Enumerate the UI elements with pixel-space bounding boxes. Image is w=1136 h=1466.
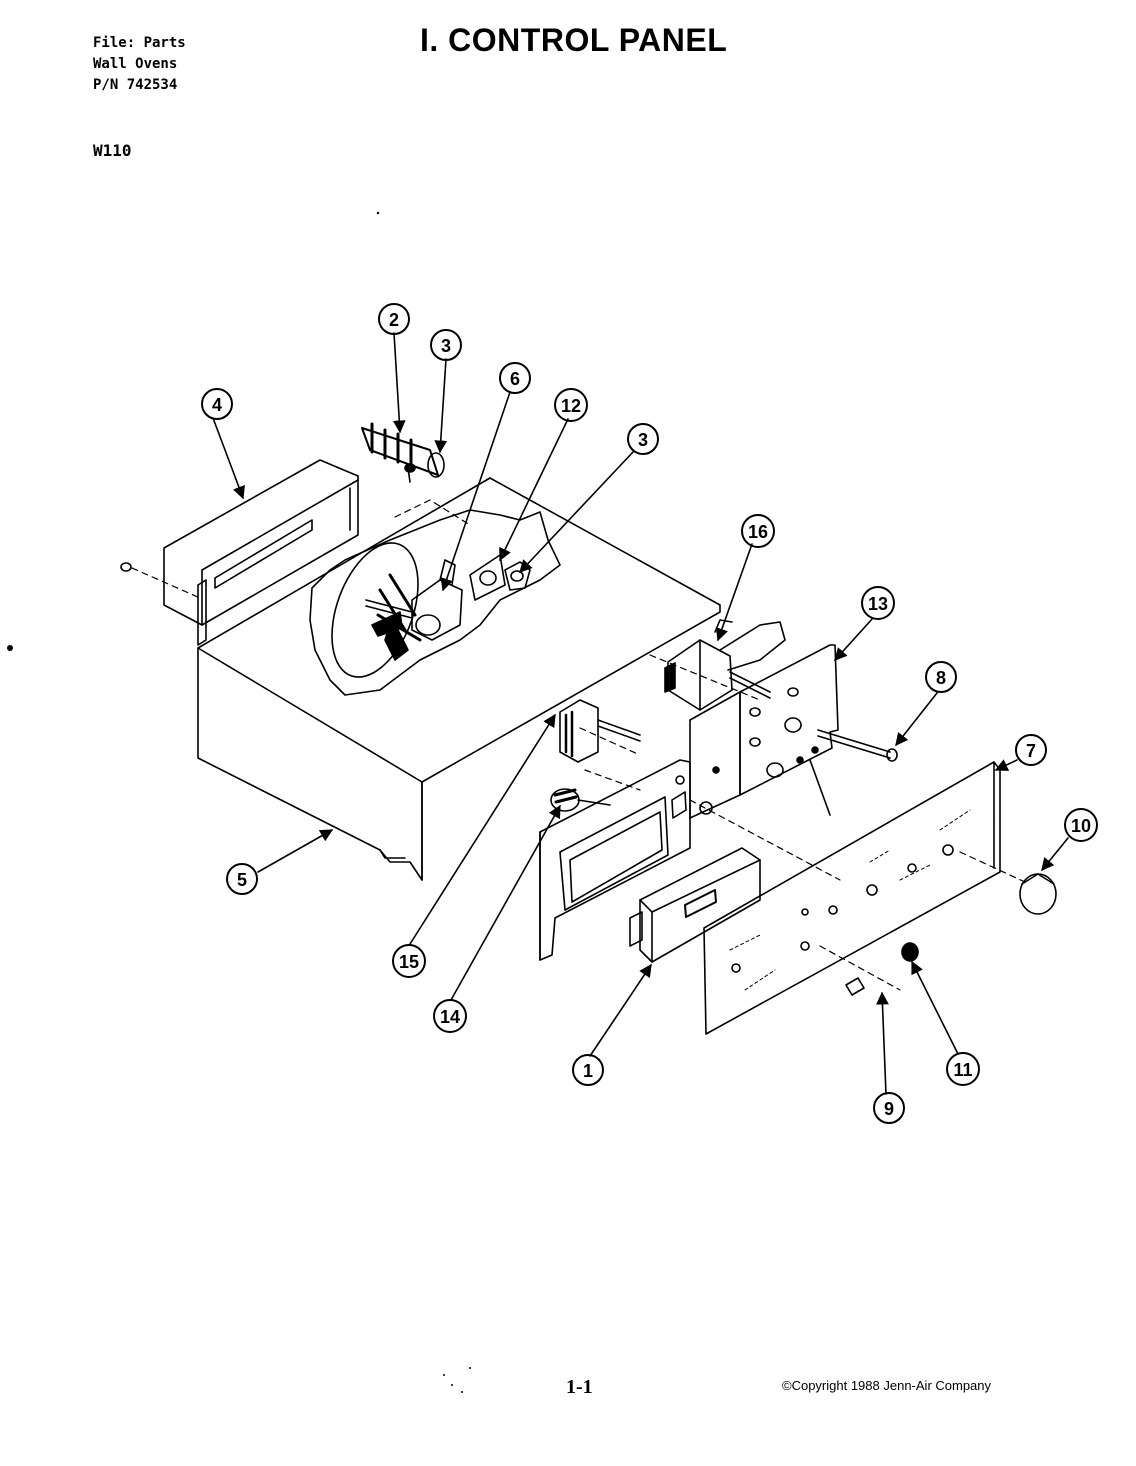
callout-16-label: 16 xyxy=(748,522,768,542)
callout-7-label: 7 xyxy=(1026,741,1036,761)
leader-lines xyxy=(212,332,1069,1095)
callout-10-label: 10 xyxy=(1071,816,1091,836)
blower-mount-plate xyxy=(309,509,561,696)
callout-3b: 3 xyxy=(627,423,659,455)
file-line: File: Parts xyxy=(93,35,186,51)
blower-motor xyxy=(365,559,463,641)
callout-5-label: 5 xyxy=(237,870,247,890)
access-panel xyxy=(120,459,359,646)
callout-11: 11 xyxy=(946,1052,980,1086)
front-panel-frame xyxy=(539,759,713,961)
callout-8-label: 8 xyxy=(936,668,946,688)
clock-module xyxy=(629,847,761,963)
file-info: File: Parts Wall Ovens P/N 742534 xyxy=(93,33,186,96)
page-number: 1-1 xyxy=(566,1376,593,1398)
callout-10: 10 xyxy=(1064,808,1098,842)
callout-13: 13 xyxy=(861,586,895,620)
callout-2: 2 xyxy=(378,303,410,335)
lens xyxy=(845,977,865,996)
callout-14: 14 xyxy=(433,999,467,1033)
assembly-guide-lines xyxy=(131,499,1026,991)
blower-wheel xyxy=(331,542,422,678)
callout-7: 7 xyxy=(1015,734,1047,766)
callout-8: 8 xyxy=(925,661,957,693)
callout-9-label: 9 xyxy=(884,1099,894,1119)
callout-3a: 3 xyxy=(430,329,462,361)
callout-9: 9 xyxy=(873,1092,905,1124)
indicator-light xyxy=(901,942,919,962)
callout-4-label: 4 xyxy=(212,395,222,415)
callout-2-label: 2 xyxy=(389,310,399,330)
callout-1: 1 xyxy=(572,1054,604,1086)
page-title: I. CONTROL PANEL xyxy=(420,22,728,58)
mounting-rod xyxy=(817,729,898,762)
copyright: ©Copyright 1988 Jenn-Air Company xyxy=(782,1378,992,1393)
callout-3b-label: 3 xyxy=(638,430,648,450)
callout-14-label: 14 xyxy=(440,1007,460,1027)
model-number: W110 xyxy=(93,141,132,160)
connector-assembly xyxy=(361,422,445,483)
thermostat xyxy=(664,619,786,711)
glass-panel xyxy=(703,761,1001,1035)
callout-11-label: 11 xyxy=(953,1060,972,1080)
part-number-line: P/N 742534 xyxy=(93,77,178,93)
callout-12-label: 12 xyxy=(561,396,581,416)
housing-box xyxy=(197,477,721,881)
control-knob xyxy=(1019,873,1057,915)
callout-6-label: 6 xyxy=(510,369,520,389)
selector-switch xyxy=(550,699,641,812)
control-bracket xyxy=(689,644,839,819)
callout-12: 12 xyxy=(554,388,588,422)
callout-5: 5 xyxy=(226,863,258,895)
callout-15-label: 15 xyxy=(399,952,419,972)
callout-13-label: 13 xyxy=(868,594,888,614)
callout-3a-label: 3 xyxy=(441,336,451,356)
product-line: Wall Ovens xyxy=(93,56,178,72)
callout-6: 6 xyxy=(499,362,531,394)
callout-4: 4 xyxy=(201,388,233,420)
switch-plate xyxy=(469,554,531,601)
callout-1-label: 1 xyxy=(583,1061,593,1081)
scan-specks xyxy=(7,211,471,1393)
callout-16: 16 xyxy=(741,514,775,548)
callout-15: 15 xyxy=(392,944,426,978)
